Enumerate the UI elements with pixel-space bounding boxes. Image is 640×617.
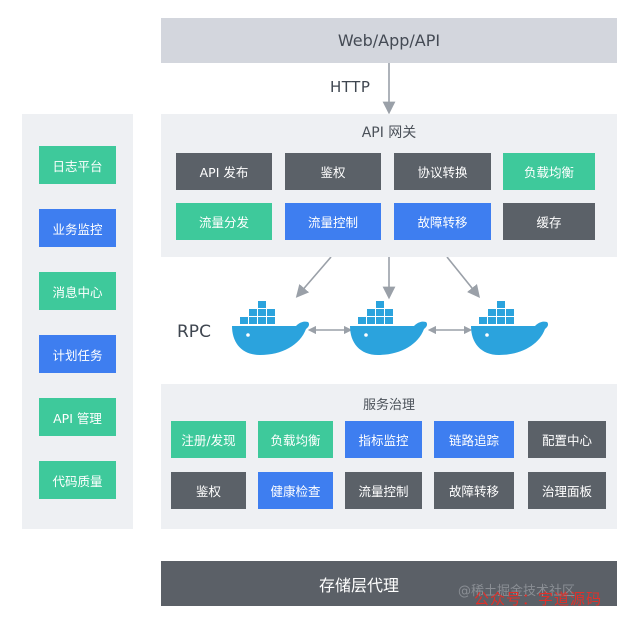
sidebar-item-scheduled-tasks: 计划任务 (39, 335, 116, 373)
service-governance-panel: 服务治理 注册/发现 负载均衡 指标监控 链路追踪 配置中心 鉴权 健康检查 流… (161, 384, 617, 529)
governance-tile-traffic-control: 流量控制 (345, 472, 422, 509)
governance-tile-governance-dashboard: 治理面板 (528, 472, 606, 509)
governance-tile-tracing: 链路追踪 (434, 421, 514, 458)
sidebar-item-message-center: 消息中心 (39, 272, 116, 310)
sidebar-item-label: 代码质量 (52, 473, 103, 489)
sidebar-item-label: 计划任务 (52, 347, 103, 363)
governance-tile-failover: 故障转移 (434, 472, 514, 509)
storage-proxy-label: 存储层代理 (318, 575, 399, 595)
http-label: HTTP (330, 78, 371, 96)
client-layer-label: Web/App/API (337, 31, 441, 50)
sidebar-item-code-quality: 代码质量 (39, 461, 116, 499)
watermark-juejin: @稀土掘金技术社区 (458, 584, 576, 599)
sidebar-panel: 日志平台 业务监控 消息中心 计划任务 API 管理 代码质量 (22, 114, 133, 529)
governance-tile-metrics-monitoring: 指标监控 (345, 421, 422, 458)
rpc-label: RPC (177, 322, 211, 342)
sidebar-item-business-monitoring: 业务监控 (39, 209, 116, 247)
governance-tile-auth: 鉴权 (171, 472, 246, 509)
gateway-tile-traffic-distribution: 流量分发 (176, 203, 272, 240)
api-gateway-panel: API 网关 API 发布 鉴权 协议转换 负载均衡 流量分发 流量控制 故障转… (161, 114, 617, 257)
sidebar-item-label: 业务监控 (52, 221, 103, 237)
api-gateway-title: API 网关 (361, 125, 417, 141)
gateway-tile-failover: 故障转移 (394, 203, 491, 240)
governance-tile-registry-discovery: 注册/发现 (171, 421, 246, 458)
sidebar-item-label: 日志平台 (52, 158, 103, 174)
service-governance-title: 服务治理 (362, 398, 415, 413)
sidebar-item-log-platform: 日志平台 (39, 146, 116, 184)
sidebar-item-label: API 管理 (53, 410, 102, 426)
client-layer-bar: Web/App/API (161, 18, 617, 63)
gateway-tile-api-publish: API 发布 (176, 153, 272, 190)
governance-tile-load-balancing: 负载均衡 (258, 421, 333, 458)
gateway-tile-auth: 鉴权 (285, 153, 381, 190)
gateway-tile-load-balancing: 负载均衡 (503, 153, 595, 190)
sidebar-item-label: 消息中心 (52, 284, 103, 300)
gateway-tile-protocol-conversion: 协议转换 (394, 153, 491, 190)
watermark-wechat: 公众号：字道源码 (474, 590, 603, 608)
governance-tile-config-center: 配置中心 (528, 421, 606, 458)
gateway-tile-cache: 缓存 (503, 203, 595, 240)
storage-proxy-bar: 存储层代理 (161, 561, 617, 606)
gateway-to-node-3-arrow (446, 256, 481, 298)
gateway-tile-traffic-control: 流量控制 (285, 203, 381, 240)
sidebar-item-api-management: API 管理 (39, 398, 116, 436)
gateway-to-node-1-arrow (295, 256, 332, 298)
governance-tile-health-check: 健康检查 (258, 472, 333, 509)
